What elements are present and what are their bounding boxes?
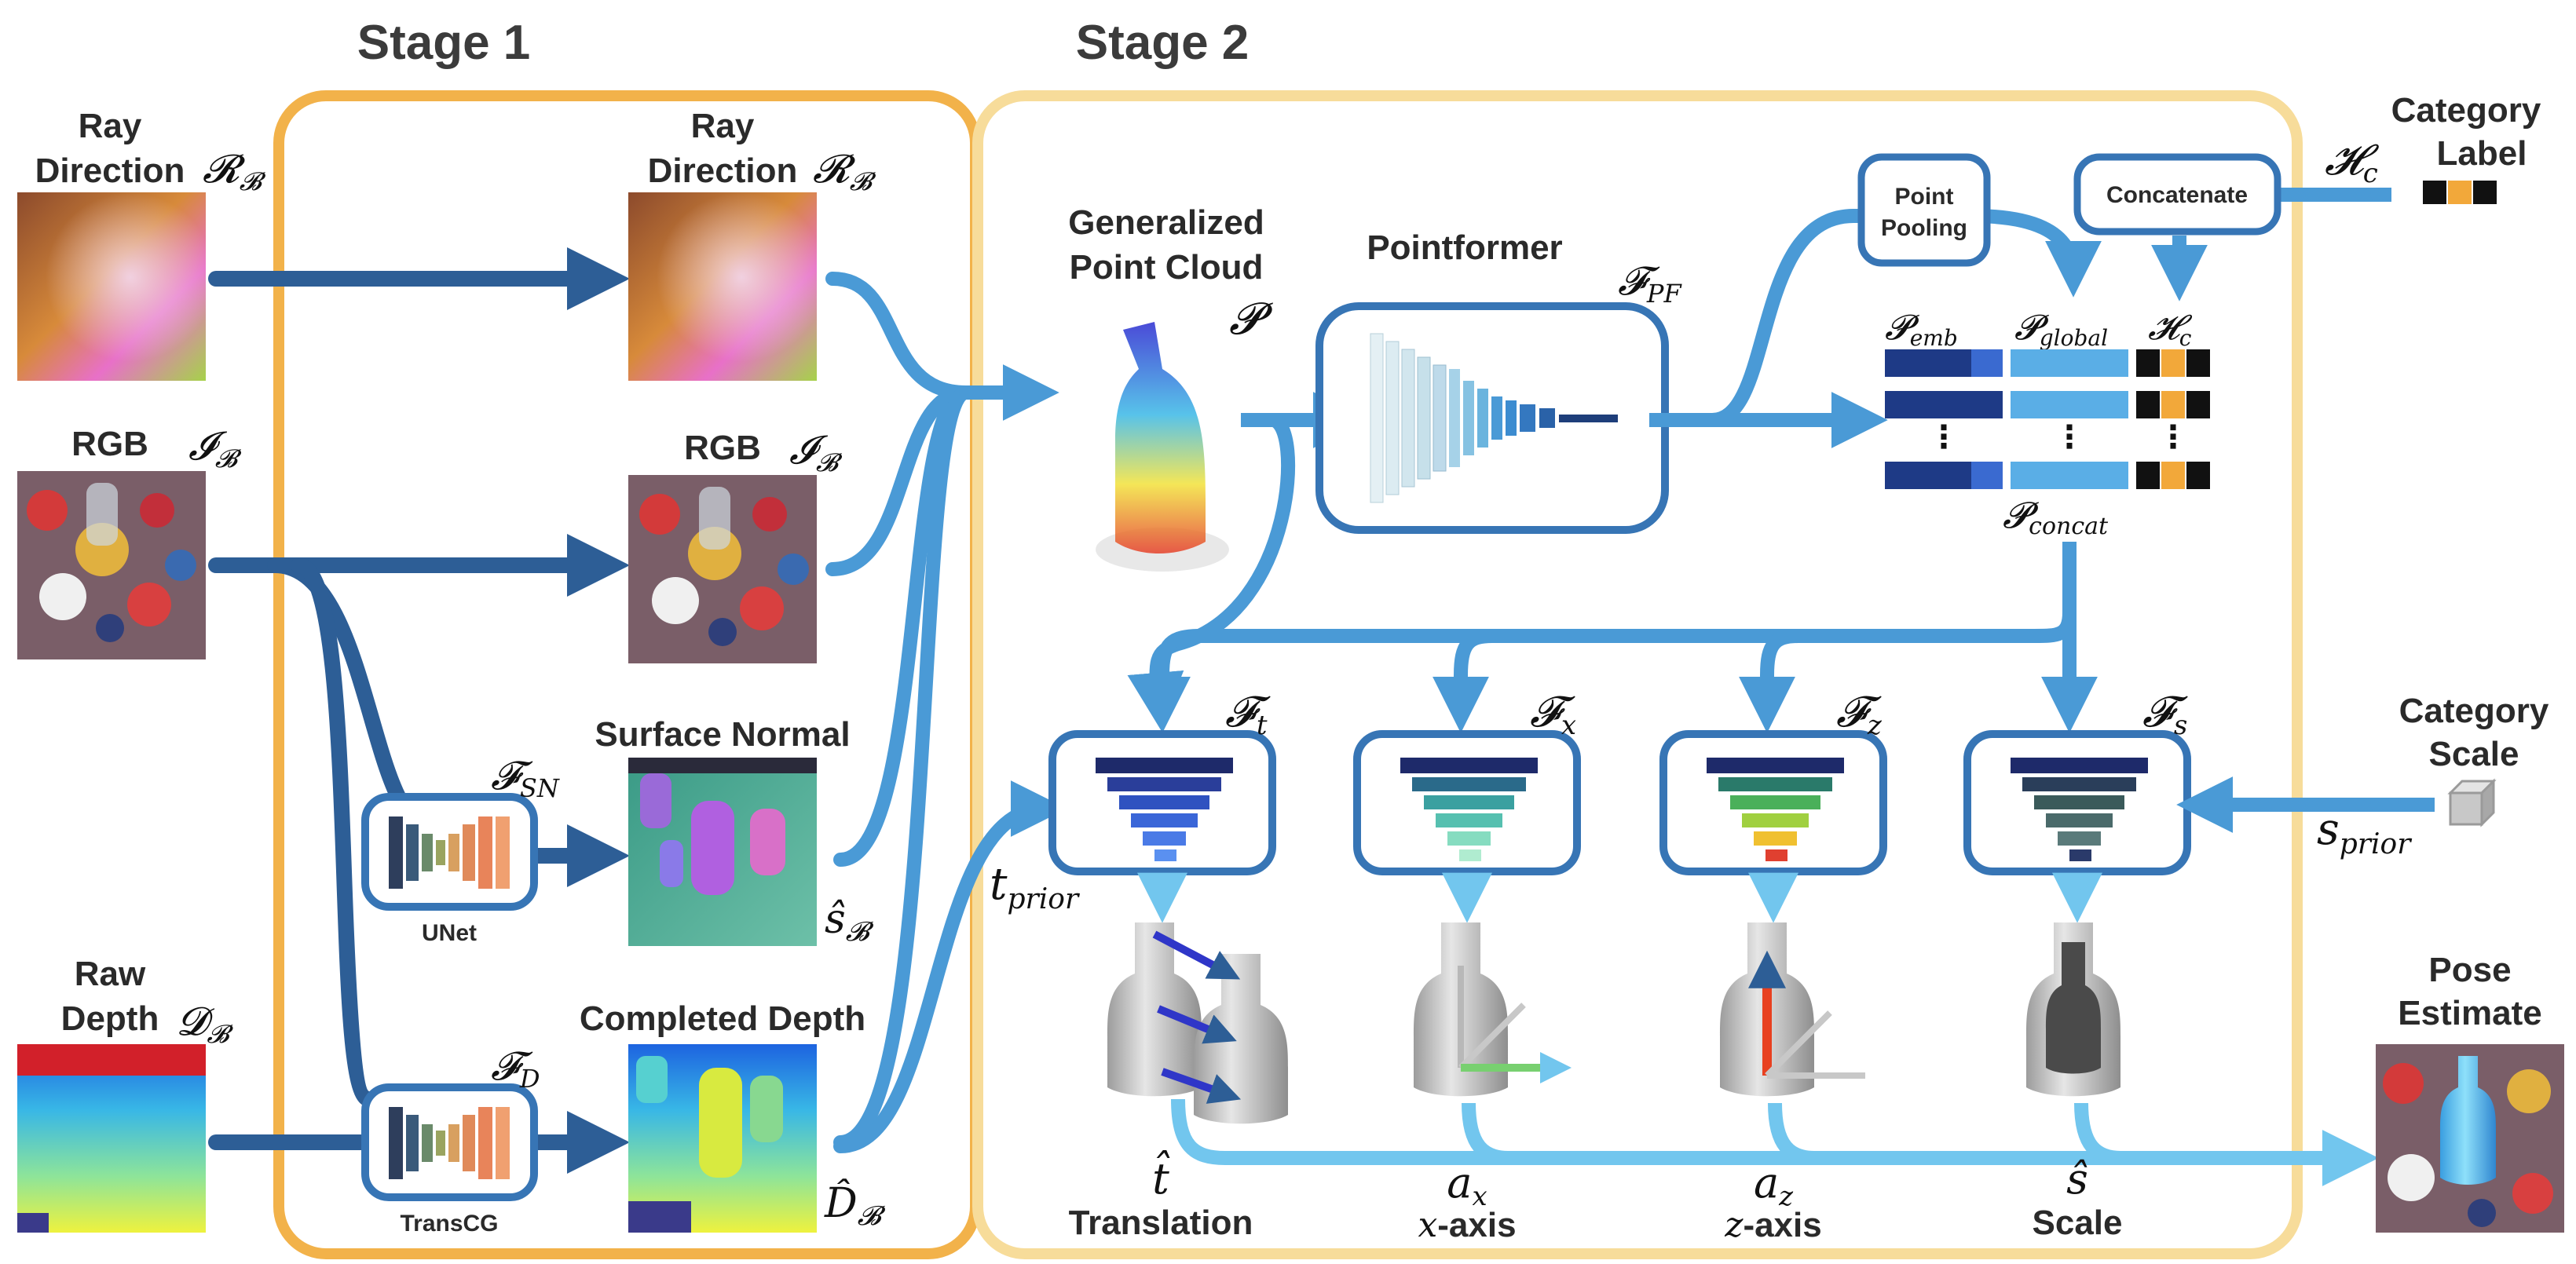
svg-text:⋮: ⋮ [2157, 420, 2189, 455]
category-scale-cube [2447, 778, 2497, 827]
surface-normal-symbol: ŝ𝓑 [825, 896, 874, 948]
s1-rgb-symbol: 𝓘𝓑 [789, 427, 843, 477]
outputs-to-pose-arrow [1171, 1098, 2379, 1186]
svg-text:⋮: ⋮ [1928, 420, 1959, 455]
head-translation [1048, 730, 1276, 875]
s1-ray-label-line1: Ray [691, 107, 755, 145]
hc-symbol: 𝓗c [2148, 308, 2193, 351]
unet-module [361, 793, 538, 911]
s1-ray-symbol: 𝓡𝓑 [813, 146, 876, 196]
t-prior-symbol: tprior [990, 859, 1080, 915]
stage1-title: Stage 1 [357, 16, 531, 70]
s1-ray-direction-image [628, 192, 817, 381]
concat-symbol: 𝓟concat [2003, 494, 2109, 540]
category-label-line2: Label [2437, 134, 2527, 173]
input-ray-symbol: 𝓡𝓑 [203, 146, 266, 196]
stage2-title: Stage 2 [1076, 16, 1250, 70]
unet-label: UNet [422, 920, 477, 946]
category-label-cubes [2423, 181, 2497, 204]
concatenate-label: Concatenate [2106, 182, 2248, 208]
transcg-module [361, 1083, 538, 1201]
output-scale-symbol: ŝ [2066, 1154, 2088, 1204]
input-rgb-symbol: 𝓘𝓑 [188, 423, 242, 473]
heads-to-outputs-arrows [1137, 872, 2102, 923]
head-scale [1963, 730, 2191, 875]
svg-text:⋮: ⋮ [2054, 420, 2085, 455]
input-depth-label-line1: Raw [75, 955, 146, 993]
unet-symbol: 𝓕SN [491, 753, 560, 803]
x-axis-bottle [1414, 922, 1572, 1097]
pointformer-module [1315, 302, 1669, 534]
output-translation-symbol: t̂ [1152, 1149, 1169, 1204]
point-pooling-label-line1: Point [1895, 184, 1954, 210]
input-raw-depth-image [17, 1044, 206, 1233]
head-z-axis [1659, 730, 1887, 875]
point-cloud-label-line2: Point Cloud [1070, 248, 1264, 287]
z-axis-bottle [1720, 922, 1865, 1097]
s1-ray-label-line2: Direction [648, 152, 798, 190]
point-pooling-box [1857, 153, 1991, 267]
input-ray-label-line1: Ray [79, 107, 142, 145]
pose-estimate-image [2376, 1044, 2564, 1233]
stage1-frame [273, 90, 981, 1259]
point-cloud-label-line1: Generalized [1068, 203, 1264, 242]
input-rgb-image [17, 471, 206, 659]
scale-bottle [2026, 922, 2120, 1097]
pose-estimate-label-line2: Estimate [2398, 994, 2541, 1032]
stage1-to-pointcloud-arrows [825, 272, 1067, 1153]
output-x-label: x-axis [1418, 1205, 1516, 1245]
output-z-label: z-axis [1724, 1205, 1821, 1245]
input-ray-direction-image [17, 192, 206, 381]
category-scale-label-line2: Scale [2429, 735, 2519, 773]
pose-estimate-label-line1: Pose [2428, 951, 2511, 989]
pointformer-symbol: 𝓕PF [1618, 258, 1682, 309]
head-z-axis-symbol: 𝓕z [1836, 687, 1883, 741]
output-translation-label: Translation [1069, 1204, 1253, 1242]
output-scale-label: Scale [2033, 1204, 2123, 1242]
head-translation-symbol: 𝓕t [1225, 687, 1271, 741]
completed-depth-label: Completed Depth [580, 999, 865, 1038]
stage2-frame [972, 90, 2303, 1259]
pointformer-label: Pointformer [1367, 228, 1562, 267]
category-label-symbol: 𝓗c [2325, 135, 2380, 189]
head-x-axis-symbol: 𝓕x [1530, 687, 1576, 741]
completed-depth-image [628, 1044, 817, 1233]
output-x-symbol: ax [1447, 1158, 1487, 1212]
point-cloud-symbol: 𝓟 [1229, 294, 1273, 345]
output-z-symbol: az [1754, 1158, 1794, 1212]
surface-normal-label: Surface Normal [595, 715, 850, 754]
surface-normal-image [628, 758, 817, 946]
input-ray-label-line2: Direction [35, 152, 185, 190]
category-scale-symbol: sprior [2317, 804, 2412, 860]
transcg-label: TransCG [400, 1211, 498, 1237]
translation-bottles [1107, 922, 1288, 1124]
input-depth-label-line2: Depth [61, 999, 159, 1038]
category-scale-label-line1: Category [2399, 692, 2549, 730]
point-cloud-visual [1096, 322, 1229, 572]
input-depth-symbol: 𝓓𝓑 [177, 999, 233, 1049]
transcg-symbol: 𝓕D [491, 1043, 540, 1094]
emb-symbol: 𝓟emb [1885, 308, 1958, 351]
s1-rgb-label: RGB [684, 429, 761, 467]
completed-depth-symbol: D̂𝓑 [824, 1179, 886, 1232]
s1-rgb-image [628, 475, 817, 663]
input-rgb-label: RGB [71, 425, 148, 463]
concat-feature-grid: ⋮ ⋮ ⋮ [1885, 349, 2210, 489]
point-pooling-label-line2: Pooling [1881, 215, 1967, 241]
head-x-axis [1353, 730, 1581, 875]
concatenate-box [2073, 153, 2281, 236]
head-scale-symbol: 𝓕s [2142, 687, 2188, 741]
global-symbol: 𝓟global [2014, 308, 2108, 351]
concat-to-heads-arrows [1134, 542, 2098, 733]
category-label-line1: Category [2391, 91, 2541, 130]
